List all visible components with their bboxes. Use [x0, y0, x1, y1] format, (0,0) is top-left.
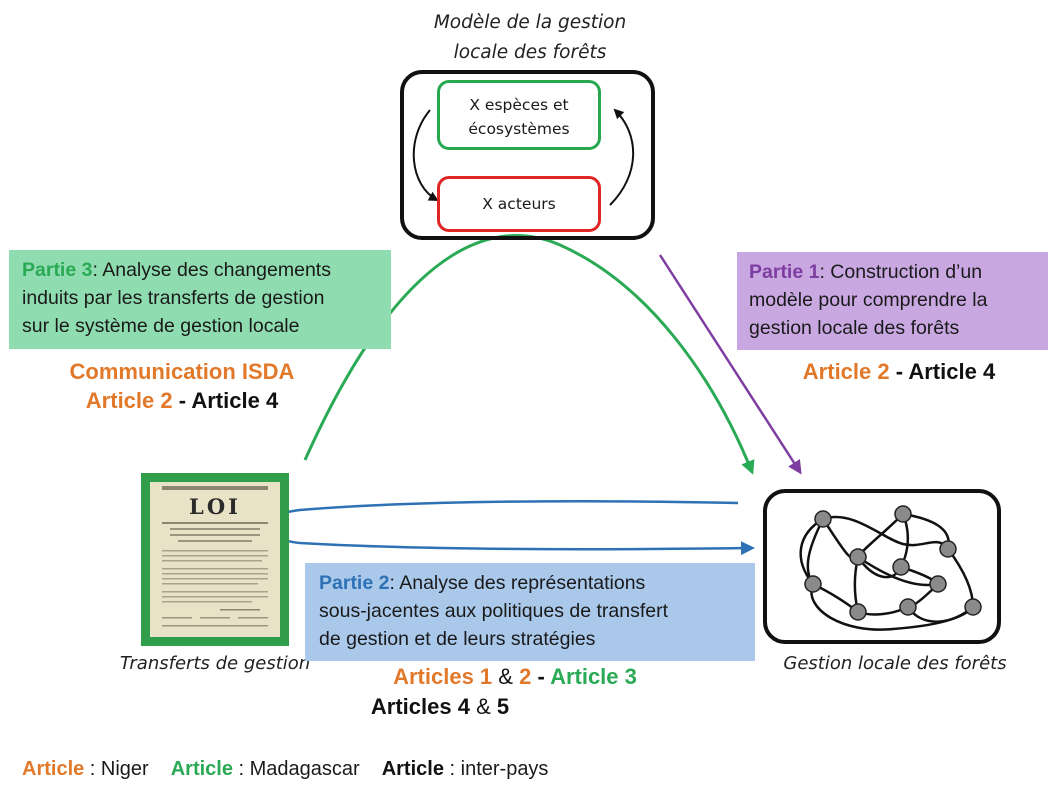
part3-box: Partie 3: Analyse des changements induit… [9, 250, 391, 349]
model-title: Modèle de la gestion locale des forêts [400, 8, 660, 68]
part2-amp2: & [469, 694, 497, 719]
transfer-caption: Transferts de gestion [119, 653, 311, 674]
part2-art-3: Article 3 [550, 664, 637, 689]
legend-interpays-key: Article [381, 758, 444, 780]
part2-art-2: 2 [519, 664, 532, 689]
legend-niger-key: Article [22, 758, 85, 780]
part3-text-line3: sur le système de gestion locale [22, 315, 300, 337]
part1-text-line3: gestion locale des forêts [749, 317, 960, 339]
blue-loop-arrow [265, 500, 755, 556]
part3-tag: Partie 3 [22, 259, 93, 281]
legend-madagascar-key: Article [170, 758, 233, 780]
part2-text-line1: : Analyse des représentations [389, 572, 646, 594]
part2-art-1: Articles 1 [393, 664, 493, 689]
cycle-arrow-left [412, 109, 439, 201]
part1-article-a: Article 2 [802, 359, 890, 384]
law-document-title: LOI [189, 494, 241, 519]
species-box: X espèces et écosystèmes [437, 80, 601, 150]
part3-text-line1: : Analyse des changements [92, 259, 331, 281]
legend-interpays-value: : inter-pays [443, 758, 549, 780]
part1-text-line2: modèle pour comprendre la [749, 289, 988, 311]
part3-articles: Article 2 - Article 4 [46, 387, 318, 415]
model-title-line2: locale des forêts [453, 42, 607, 63]
law-document-paper: LOI [150, 482, 280, 637]
part1-text-line1: : Construction d’un [819, 261, 983, 283]
communication-isda: Communication ISDA [69, 359, 295, 384]
part1-articles: Article 2 - Article 4 [770, 358, 1028, 386]
model-box [400, 70, 655, 240]
actors-box: X acteurs [437, 176, 601, 232]
part2-text-line2: sous-jacentes aux politiques de transfer… [319, 600, 669, 622]
part3-sep: - [172, 388, 192, 413]
part2-text-line3: de gestion et de leurs stratégies [319, 628, 596, 650]
part3-article-b: Article 4 [191, 388, 279, 413]
part3-text-line2: induits par les transferts de gestion [22, 287, 325, 309]
part1-tag: Partie 1 [749, 261, 820, 283]
local-management-caption: Gestion locale des forêts [783, 653, 1007, 674]
model-title-line1: Modèle de la gestion [433, 12, 627, 33]
legend-madagascar-value: : Madagascar [232, 758, 360, 780]
actors-label: X acteurs [482, 195, 556, 213]
part2-sep: - [531, 664, 551, 689]
part2-tag: Partie 2 [319, 572, 390, 594]
part2-articles-line2: Articles 4 & 5 [340, 693, 540, 721]
network-graph [799, 505, 982, 631]
species-line2: écosystèmes [468, 120, 570, 138]
part3-article-a: Article 2 [85, 388, 173, 413]
part1-sep: - [889, 359, 909, 384]
purple-arrow [658, 254, 802, 475]
part2-articles-line1: Articles 1 & 2 - Article 3 [340, 663, 690, 691]
part2-art-4: Articles 4 [370, 694, 470, 719]
part1-article-b: Article 4 [908, 359, 996, 384]
legend-niger-value: : Niger [84, 758, 149, 780]
cycle-arrow-right [609, 108, 635, 206]
part1-box: Partie 1: Construction d’un modèle pour … [737, 252, 1048, 350]
part2-amp1: & [492, 664, 520, 689]
local-management-network-box [763, 489, 1001, 644]
part2-art-5: 5 [496, 694, 510, 719]
species-line1: X espèces et [469, 96, 569, 114]
law-document-lines [162, 486, 268, 627]
part2-box: Partie 2: Analyse des représentations so… [305, 563, 755, 661]
